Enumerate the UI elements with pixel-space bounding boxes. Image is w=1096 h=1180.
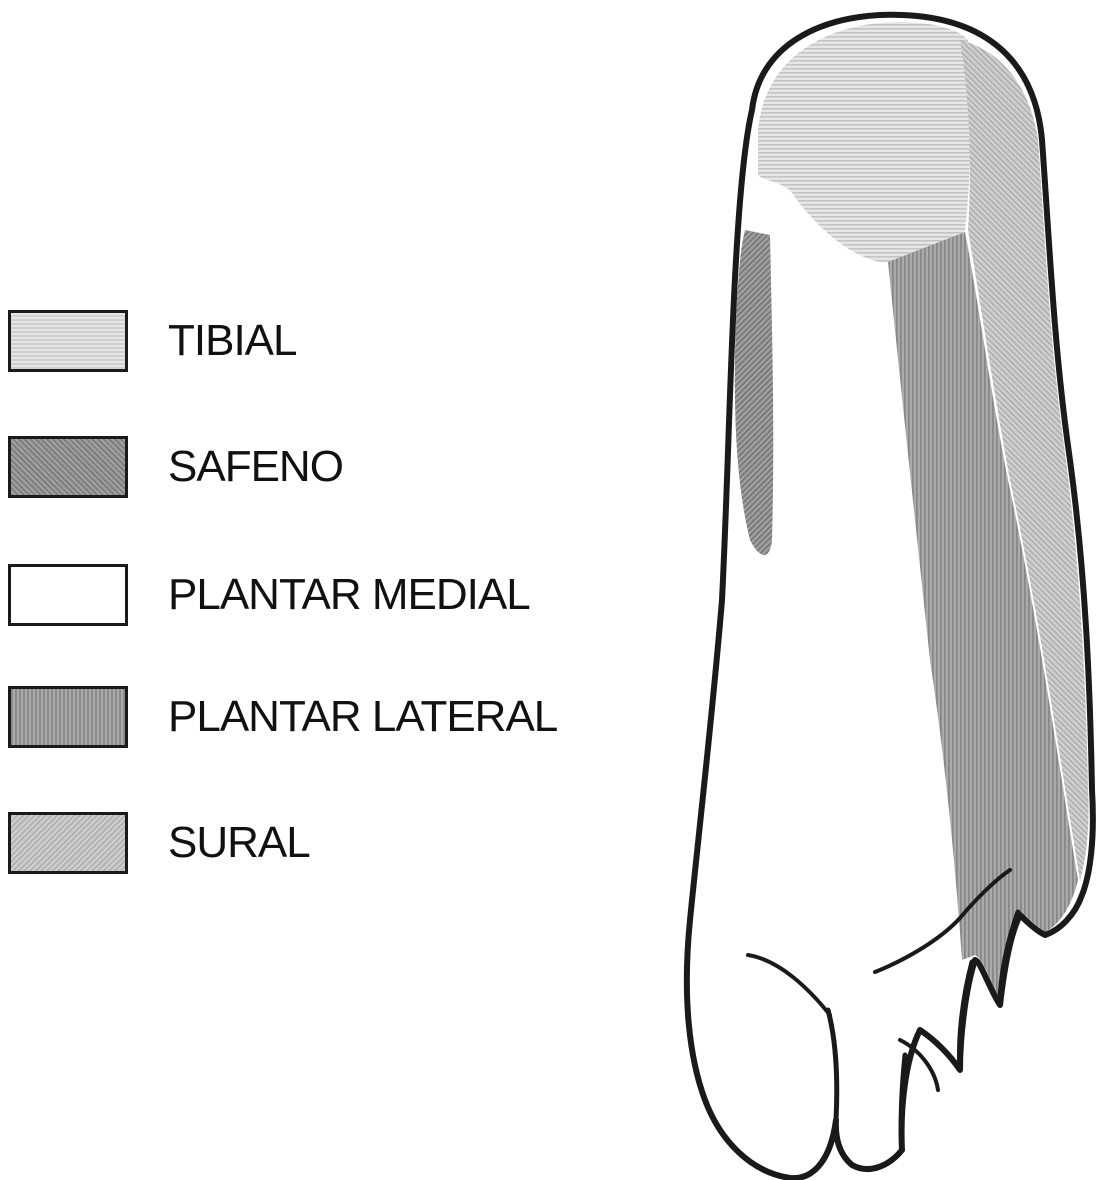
plantar-lateral-swatch [8,686,128,748]
legend-label-plantar-lateral: PLANTAR LATERAL [168,692,557,742]
legend-item-plantar-lateral: PLANTAR LATERAL [8,682,557,752]
legend: TIBIAL SAFENO PLANTAR MEDIAL PLANTAR LAT… [0,0,600,1180]
plantar-medial-swatch [8,564,128,626]
legend-label-plantar-medial: PLANTAR MEDIAL [168,570,530,620]
legend-item-plantar-medial: PLANTAR MEDIAL [8,560,530,630]
legend-item-tibial: TIBIAL [8,306,297,376]
sural-swatch [8,812,128,874]
legend-item-safeno: SAFENO [8,432,343,502]
legend-label-safeno: SAFENO [168,442,343,492]
tibial-swatch [8,310,128,372]
safeno-swatch [8,436,128,498]
legend-label-tibial: TIBIAL [168,316,297,366]
legend-label-sural: SURAL [168,818,310,868]
legend-item-sural: SURAL [8,808,310,878]
foot-diagram [660,0,1096,1180]
